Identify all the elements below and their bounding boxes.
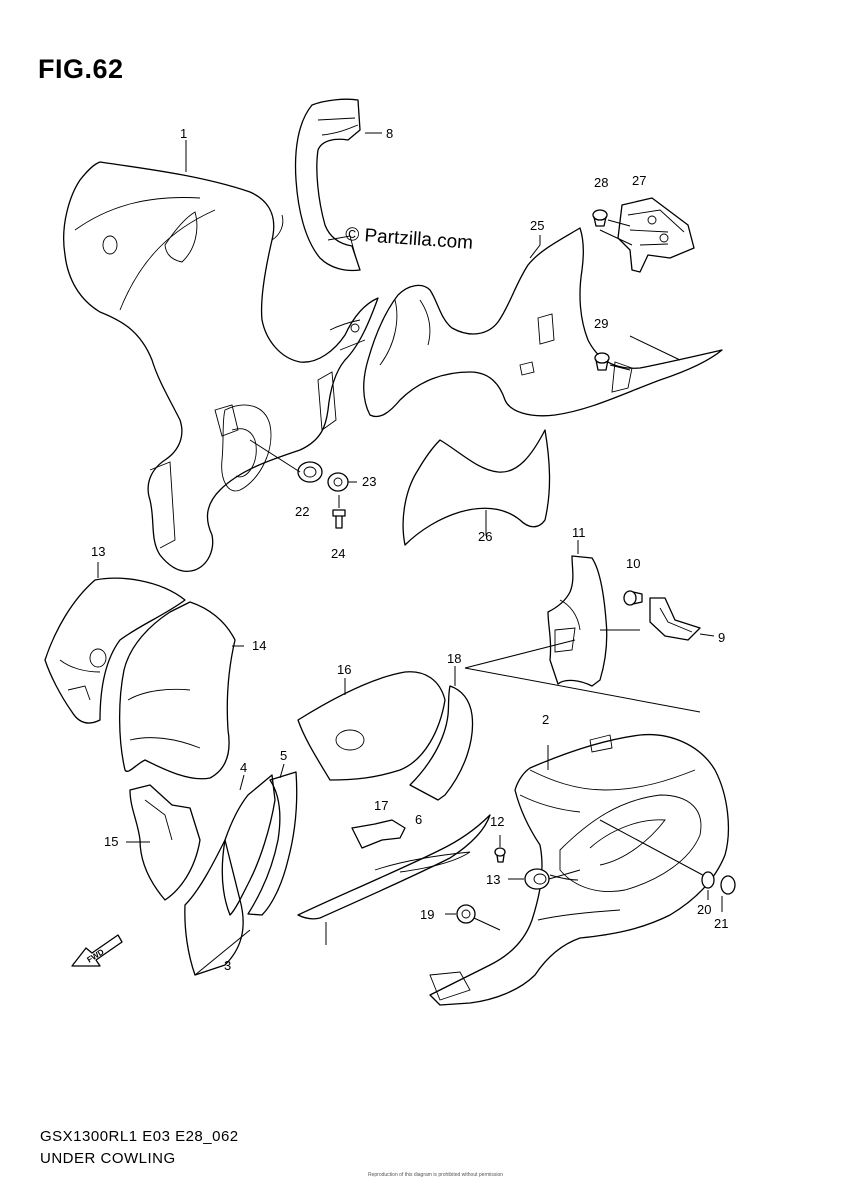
part-15-panel[interactable] xyxy=(126,784,201,901)
part-14-cover[interactable] xyxy=(118,601,236,780)
part-10-screw[interactable] xyxy=(623,590,643,606)
callout-16[interactable]: 16 xyxy=(337,662,351,677)
callout-1[interactable]: 1 xyxy=(180,126,187,141)
callout-19[interactable]: 19 xyxy=(420,907,434,922)
callout-6[interactable]: 6 xyxy=(415,812,422,827)
callout-21[interactable]: 21 xyxy=(714,916,728,931)
part-3-panel[interactable] xyxy=(184,839,251,976)
part-18-strip[interactable] xyxy=(409,639,701,801)
part-4-panel[interactable] xyxy=(221,774,276,916)
part-19-grommet[interactable] xyxy=(445,904,501,931)
part-13-cover[interactable] xyxy=(44,577,186,724)
part-2-lower-cowling[interactable] xyxy=(429,733,730,1006)
callout-29[interactable]: 29 xyxy=(594,316,608,331)
part-12-screw[interactable] xyxy=(494,835,506,863)
callout-13-upper[interactable]: 13 xyxy=(91,544,105,559)
callout-12[interactable]: 12 xyxy=(490,814,504,829)
fwd-arrow-icon: FWD xyxy=(71,934,123,967)
callout-8[interactable]: 8 xyxy=(386,126,393,141)
callout-10[interactable]: 10 xyxy=(626,556,640,571)
part-9-bracket[interactable] xyxy=(649,597,715,641)
figure-title: FIG.62 xyxy=(38,54,124,84)
part-20-washer[interactable] xyxy=(701,871,715,900)
callout-13-lower[interactable]: 13 xyxy=(486,872,500,887)
callout-27[interactable]: 27 xyxy=(632,173,646,188)
part-17-clip[interactable] xyxy=(351,819,406,849)
callout-22[interactable]: 22 xyxy=(295,504,309,519)
part-21-nut[interactable] xyxy=(720,875,736,912)
part-23-washer[interactable] xyxy=(327,472,357,492)
callout-2[interactable]: 2 xyxy=(542,712,549,727)
part-1-inner-panel[interactable] xyxy=(63,161,379,572)
callout-14[interactable]: 14 xyxy=(252,638,266,653)
callout-15[interactable]: 15 xyxy=(104,834,118,849)
callout-11[interactable]: 11 xyxy=(572,525,586,540)
part-22-grommet[interactable] xyxy=(249,439,323,483)
part-25-side-panel[interactable] xyxy=(363,227,723,418)
callout-28[interactable]: 28 xyxy=(594,175,608,190)
part-29-screw[interactable] xyxy=(594,335,681,371)
callout-18[interactable]: 18 xyxy=(447,651,461,666)
part-13-grommet[interactable] xyxy=(508,868,581,890)
callout-17[interactable]: 17 xyxy=(374,798,388,813)
leader-lines xyxy=(97,132,640,791)
part-28-screw[interactable] xyxy=(592,209,633,246)
part-8-bracket[interactable] xyxy=(294,98,361,272)
part-27-bracket[interactable] xyxy=(617,197,695,273)
callout-26[interactable]: 26 xyxy=(478,529,492,544)
callout-5[interactable]: 5 xyxy=(280,748,287,763)
callout-9[interactable]: 9 xyxy=(718,630,725,645)
part-16-cover[interactable] xyxy=(297,671,446,781)
diagram-code: GSX1300RL1 E03 E28_062 xyxy=(40,1128,239,1145)
callout-25[interactable]: 25 xyxy=(530,218,544,233)
callout-23[interactable]: 23 xyxy=(362,474,376,489)
part-6-panel[interactable] xyxy=(297,814,491,945)
part-5-panel[interactable] xyxy=(247,771,298,916)
callout-24[interactable]: 24 xyxy=(331,546,345,561)
callout-3[interactable]: 3 xyxy=(224,958,231,973)
part-24-bolt[interactable] xyxy=(332,495,346,529)
part-11-bracket[interactable] xyxy=(547,555,608,687)
callout-4[interactable]: 4 xyxy=(240,760,247,775)
fine-print: Reproduction of this diagram is prohibit… xyxy=(368,1172,504,1178)
callout-labels: 1 2 3 4 5 6 8 9 10 11 12 13 13 14 15 16 … xyxy=(91,126,728,973)
diagram-name: UNDER COWLING xyxy=(40,1150,176,1167)
part-26-seal[interactable] xyxy=(402,429,551,546)
callout-20[interactable]: 20 xyxy=(697,902,711,917)
